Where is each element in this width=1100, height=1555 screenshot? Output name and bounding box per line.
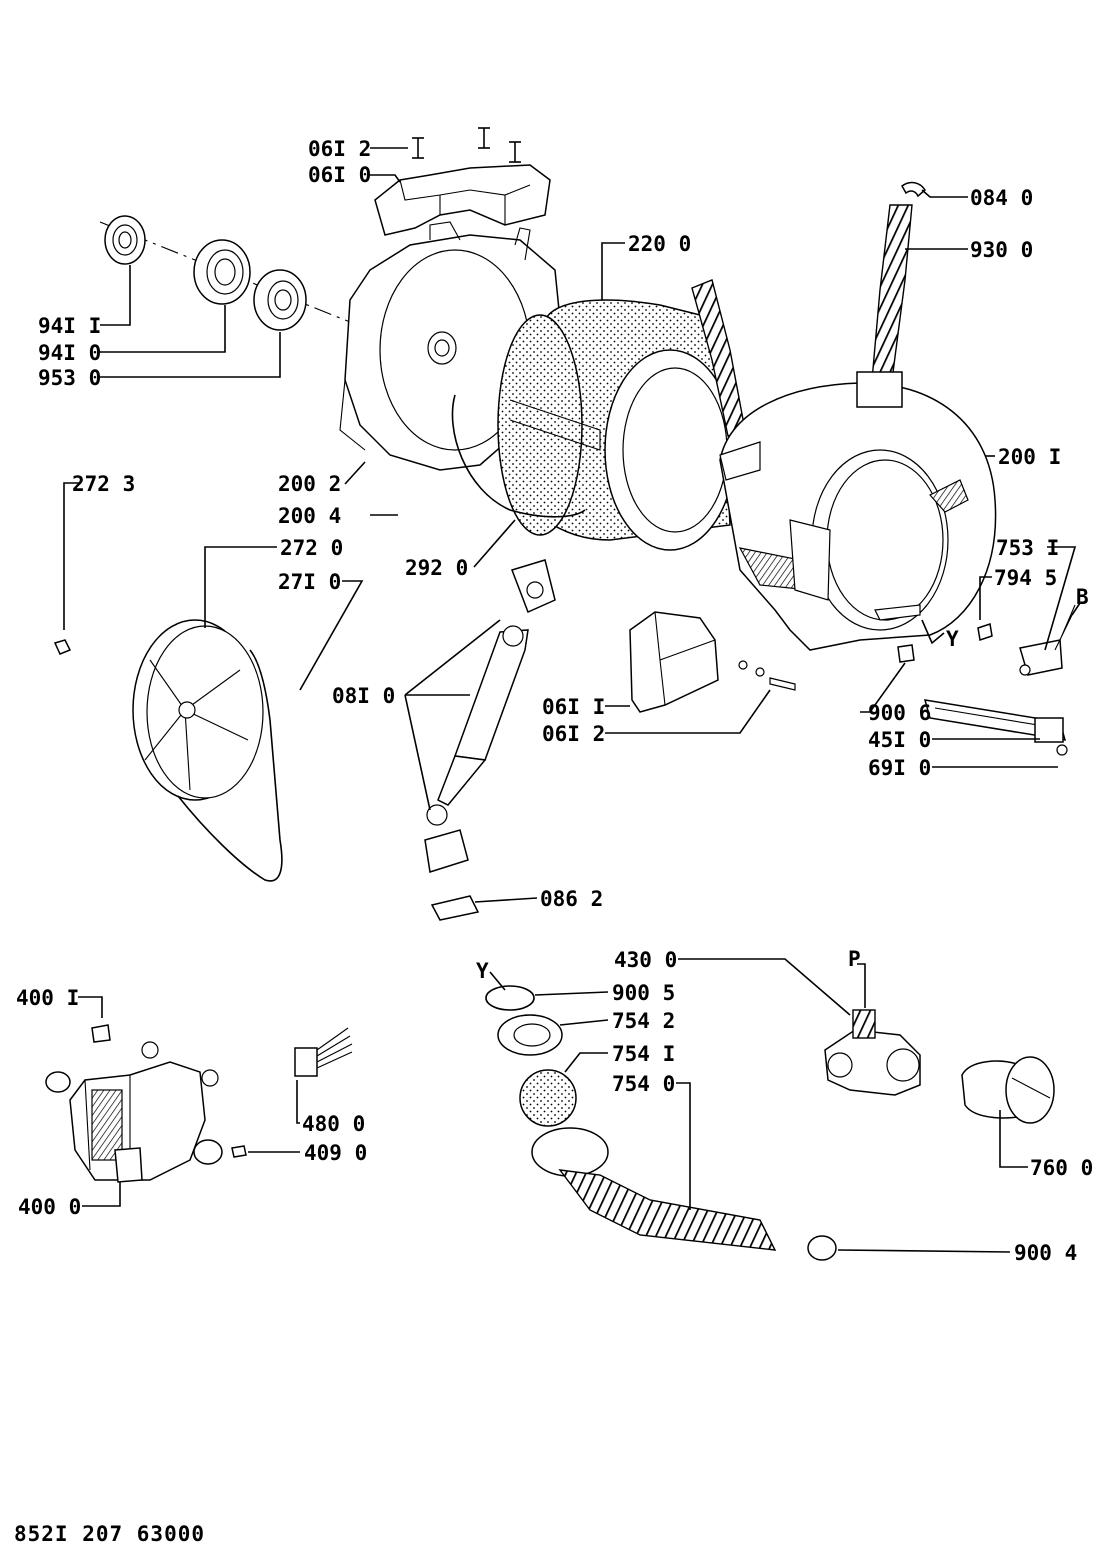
label-953-0: 953 0	[38, 366, 101, 390]
label-794-5: 794 5	[994, 566, 1057, 590]
label-p: P	[848, 947, 861, 971]
label-272-0: 272 0	[280, 536, 343, 560]
label-691-0: 69I 0	[868, 756, 931, 780]
label-086-2: 086 2	[540, 887, 603, 911]
label-061-2-top: 06I 2	[308, 137, 371, 161]
label-200-4: 200 4	[278, 504, 341, 528]
document-code: 852I 207 63000	[14, 1522, 206, 1546]
label-430-0: 430 0	[614, 948, 677, 972]
label-753-1: 753 I	[996, 536, 1059, 560]
label-900-5: 900 5	[612, 981, 675, 1005]
heater-part	[897, 644, 1068, 756]
label-754-2: 754 2	[612, 1009, 675, 1033]
counterweight-part	[629, 611, 796, 713]
front-tub-part	[719, 371, 997, 651]
label-272-3: 272 3	[72, 472, 135, 496]
pulley-part	[53, 619, 283, 882]
bearing-parts	[99, 215, 351, 331]
label-292-0: 292 0	[405, 556, 468, 580]
motor-part	[45, 1024, 247, 1183]
label-900-6: 900 6	[868, 701, 931, 725]
label-061-2-bottom: 06I 2	[542, 722, 605, 746]
label-084-0: 084 0	[970, 186, 1033, 210]
label-400-1: 400 I	[16, 986, 79, 1010]
label-760-0: 760 0	[1030, 1156, 1093, 1180]
label-y-pump: Y	[476, 959, 489, 983]
drum-part	[497, 299, 736, 551]
hose-part	[691, 181, 926, 437]
pump-hose-part	[485, 985, 837, 1261]
label-754-0: 754 0	[612, 1072, 675, 1096]
filter-part	[961, 1056, 1055, 1124]
seal-ring-part	[451, 394, 586, 518]
label-081-0: 08I 0	[332, 684, 395, 708]
label-480-0: 480 0	[302, 1112, 365, 1136]
leader-lines	[63, 147, 1081, 1253]
drain-pump-part	[824, 1009, 921, 1096]
label-409-0: 409 0	[304, 1141, 367, 1165]
label-451-0: 45I 0	[868, 728, 931, 752]
label-271-0: 27I 0	[278, 570, 341, 594]
sensor-part	[977, 604, 1076, 676]
callout-labels: 06I 2 06I 0 084 0 220 0 930 0 94I I 94I …	[16, 137, 1093, 1265]
label-200-1: 200 I	[998, 445, 1061, 469]
shock-absorber-part	[424, 559, 556, 921]
label-b: B	[1076, 585, 1089, 609]
connector-part	[294, 1027, 353, 1077]
label-200-2: 200 2	[278, 472, 341, 496]
label-754-1: 754 I	[612, 1042, 675, 1066]
label-061-0: 06I 0	[308, 163, 371, 187]
label-941-1: 94I I	[38, 314, 101, 338]
label-y-tub: Y	[946, 627, 959, 651]
label-941-0: 94I 0	[38, 341, 101, 365]
top-bracket-part	[374, 127, 551, 236]
label-400-0: 400 0	[18, 1195, 81, 1219]
label-900-4: 900 4	[1014, 1241, 1077, 1265]
label-930-0: 930 0	[970, 238, 1033, 262]
label-061-1: 06I I	[542, 695, 605, 719]
label-220-0: 220 0	[628, 232, 691, 256]
